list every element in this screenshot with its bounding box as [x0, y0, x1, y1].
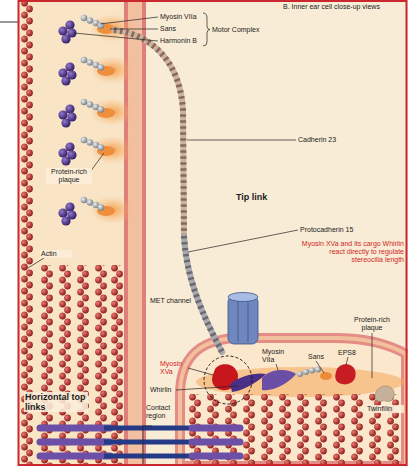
horizontal-top-link [40, 425, 110, 432]
part-label: Harmonin B [160, 37, 205, 45]
tip-proteins [262, 370, 296, 390]
part-label: Cadherin 23 [298, 136, 358, 144]
part-label: Whirlin [150, 386, 180, 394]
right-stereocilium [350, 394, 364, 466]
leader-line [316, 361, 324, 373]
part-label: Sans [308, 353, 328, 361]
edge-line [0, 22, 18, 23]
left-stereocilium [58, 265, 72, 466]
part-label: Protein-rich plaque [46, 168, 92, 184]
right-stereocilium [242, 394, 256, 466]
leader-line [276, 364, 278, 370]
part-label: MET channel [150, 297, 198, 305]
horizontal-top-link [40, 453, 110, 460]
tip-link-protein [114, 30, 184, 236]
met-channel [228, 293, 258, 345]
part-label: Protocadherin 15 [300, 226, 370, 234]
horizontal-top-link [192, 425, 240, 432]
right-stereocilium [314, 394, 328, 466]
leader-line [100, 17, 158, 24]
tip-link-protein [114, 30, 184, 236]
right-stereocilium [296, 394, 310, 466]
right-stereocilium [332, 394, 346, 466]
leader-line [188, 368, 213, 375]
tip-proteins [297, 371, 303, 377]
structure-heading: Tip link [236, 192, 296, 202]
tip-proteins [335, 364, 355, 384]
horizontal-top-link [104, 454, 196, 459]
horizontal-top-link [40, 439, 110, 446]
part-label: Protein-rich plaque [350, 316, 394, 332]
met-channel [238, 300, 239, 342]
tip-proteins [309, 368, 315, 374]
leader-line [203, 13, 210, 46]
left-stereocilium [94, 265, 108, 466]
horizontal-top-link [192, 439, 240, 446]
figure-title: B. Inner ear cell close-up views [283, 3, 405, 11]
horizontal-top-link [104, 440, 196, 445]
right-stereocilium [332, 394, 346, 466]
right-stereocilium [314, 394, 328, 466]
structure-heading: Horizontal top links [24, 392, 88, 412]
right-stereocilium [296, 394, 310, 466]
part-label: Sans [160, 25, 200, 33]
tip-proteins [303, 369, 309, 375]
tip-link-protein [114, 30, 222, 352]
left-stereocilium [110, 265, 124, 466]
right-stereocilium [242, 394, 256, 466]
part-label: Myosin VIIa [262, 348, 290, 364]
group-label: Motor Complex [212, 26, 272, 34]
motor-complex [58, 56, 134, 86]
leader-line [143, 426, 152, 466]
part-label: Myosin VIIa [160, 13, 210, 21]
leader-line [110, 29, 158, 30]
motor-complex [58, 14, 134, 226]
left-stereocilium [58, 265, 72, 466]
right-stereocilium [350, 394, 364, 466]
leader-line [346, 357, 348, 365]
background [18, 0, 408, 466]
panel-frame [19, 1, 407, 465]
left-stereocilium [40, 265, 54, 466]
right-stereocilium [278, 394, 292, 466]
note-text: Myosin XVa and its cargo Whirlin react d… [300, 240, 404, 264]
leader-line [74, 33, 158, 41]
motor-complex [58, 98, 134, 128]
tip-proteins [375, 386, 394, 402]
leader-line [188, 230, 298, 252]
tip-link-protein [184, 236, 222, 352]
tip-proteins [204, 356, 252, 404]
motor-complex [58, 196, 134, 226]
left-stereocilium [76, 265, 90, 466]
tip-proteins [230, 373, 266, 392]
leader-line [28, 258, 44, 268]
right-stereocilium [260, 394, 274, 466]
tip-proteins [204, 356, 394, 404]
region-label: Contact region [146, 404, 176, 420]
met-channel [228, 293, 258, 302]
horizontal-top-link [192, 453, 240, 460]
leader-line [176, 386, 238, 390]
part-label: Myosin XVa [160, 360, 188, 376]
left-stereocilium [76, 265, 90, 466]
leader-line [187, 140, 296, 141]
horizontal-top-link [40, 428, 240, 456]
part-label: Twinfilin [366, 405, 404, 413]
part-label: EPS8 [338, 349, 360, 357]
tip-proteins [320, 372, 332, 380]
leader-line [372, 333, 373, 378]
right-stereocilium [260, 394, 274, 466]
right-stereocilium [278, 394, 292, 466]
part-label: Actin [40, 250, 72, 258]
met-channel [248, 300, 249, 342]
left-stereocilium [40, 265, 54, 466]
leader-line [90, 153, 104, 172]
cell-membrane [142, 0, 146, 466]
met-channel [228, 296, 258, 344]
left-stereocilium [110, 265, 124, 466]
tip-link-protein [184, 236, 222, 352]
motor-complex [58, 136, 134, 166]
left-stereocilium [94, 265, 108, 466]
